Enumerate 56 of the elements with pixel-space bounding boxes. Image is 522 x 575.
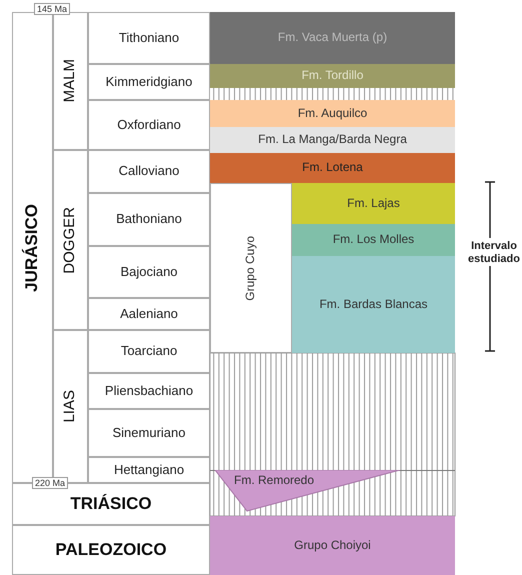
epoch-name: MALM — [62, 59, 79, 103]
formation-name: Fm. Lotena — [302, 161, 363, 175]
stage-name: Kimmeridgiano — [106, 74, 192, 90]
formation-name: Grupo Choiyoi — [294, 538, 371, 552]
stage-name: Hettangiano — [114, 462, 184, 478]
stage-name: Toarciano — [120, 344, 178, 359]
stage-cell — [88, 457, 210, 483]
formation-band — [292, 183, 455, 224]
period-cell — [12, 525, 210, 575]
interval-label: Intervalo estudiado — [467, 240, 521, 266]
stage-cell — [88, 100, 210, 150]
period-name: TRIÁSICO — [70, 494, 152, 514]
stage-cell — [88, 373, 210, 409]
period-name: PALEOZOICO — [55, 540, 167, 560]
formation-band — [210, 12, 455, 64]
formation-band — [292, 224, 455, 256]
stage-name: Oxfordiano — [117, 118, 181, 132]
stage-cell — [88, 193, 210, 246]
epoch-name: LIAS — [62, 390, 79, 423]
formation-band — [292, 256, 455, 353]
stage-name: Bathoniano — [116, 212, 182, 227]
age-label: 145 Ma — [34, 3, 70, 15]
formation-name: Fm. La Manga/Barda Negra — [258, 133, 407, 147]
formation-band — [210, 64, 455, 88]
formation-name: Fm. Tordillo — [302, 69, 364, 83]
age-label: 220 Ma — [32, 477, 68, 489]
stage-cell — [88, 246, 210, 298]
formation-band — [210, 100, 455, 127]
epoch-name: DOGGER — [62, 206, 79, 274]
stage-name: Tithoniano — [118, 30, 180, 46]
formation-name: Fm. Vaca Muerta (p) — [278, 31, 388, 45]
stage-name: Calloviano — [118, 164, 180, 179]
formation-name: Fm. Los Molles — [332, 233, 414, 247]
stage-cell — [88, 12, 210, 64]
stage-name: Bajociano — [120, 264, 178, 280]
stage-name: Pliensbachiano — [104, 384, 194, 398]
stage-cell — [88, 150, 210, 193]
formation-band — [210, 516, 455, 575]
stage-cell — [88, 298, 210, 330]
formation-name: Fm. Bardas Blancas — [319, 298, 428, 312]
group-band — [210, 183, 292, 353]
stage-name: Sinemuriano — [112, 426, 186, 440]
formation-band — [210, 153, 455, 183]
formation-name: Fm. Remoredo — [234, 474, 314, 488]
formation-name: Grupo Cuyo — [244, 236, 258, 300]
formation-wedge — [214, 470, 401, 512]
epoch-cell — [53, 150, 88, 330]
stage-cell — [88, 409, 210, 457]
formation-name: Fm. Auquilco — [298, 106, 368, 120]
formation-name: Fm. Lajas — [347, 196, 400, 210]
period-name: JURÁSICO — [23, 204, 42, 292]
stage-cell — [88, 64, 210, 100]
formation-band — [210, 127, 455, 153]
stage-cell — [88, 330, 210, 373]
epoch-cell — [53, 12, 88, 150]
stage-name: Aaleniano — [120, 306, 178, 322]
